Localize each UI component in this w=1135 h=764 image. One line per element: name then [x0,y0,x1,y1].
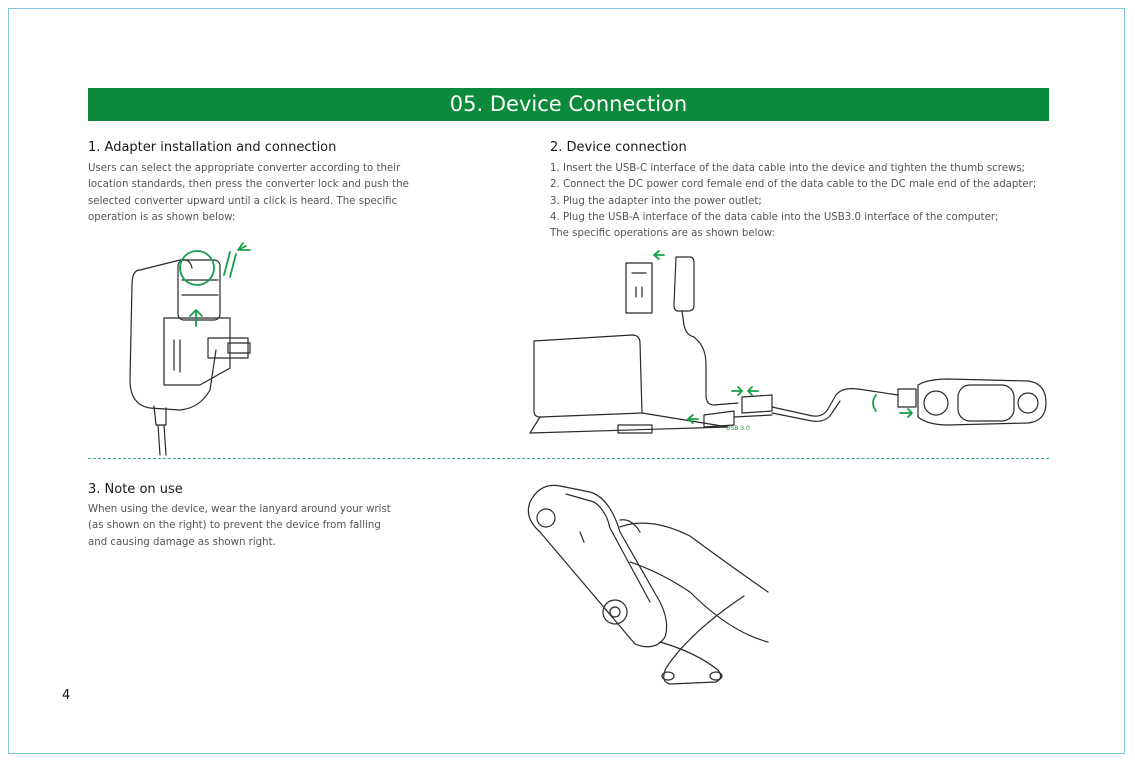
text-line: selected converter upward until a click … [88,195,398,207]
step-line: 4. Plug the USB-A interface of the data … [550,211,999,223]
text-line: (as shown on the right) to prevent the d… [88,520,381,532]
device-connection-steps: 1. Insert the USB-C interface of the dat… [550,161,1036,242]
step-line: 1. Insert the USB-C interface of the dat… [550,163,1026,174]
note-on-use-heading: 3. Note on use [88,482,183,497]
device-connection-illustration [529,250,1047,434]
page-number: 4 [62,688,71,703]
adapter-section-text: Users can select the appropriate convert… [88,161,409,226]
step-line: The specific operations are as shown bel… [550,228,775,240]
step-line: 3. Plug the adapter into the power outle… [550,195,762,207]
text-line: When using the device, wear the lanyard … [88,504,391,515]
text-line: Users can select the appropriate convert… [88,163,401,174]
section-divider [88,458,1049,459]
section-banner: 05. Device Connection [88,88,1049,121]
device-connection-heading: 2. Device connection [550,140,687,155]
adapter-section-heading: 1. Adapter installation and connection [88,140,337,155]
usb-port-label: USB 3.0 [726,425,750,432]
text-line: operation is as shown below: [88,211,236,223]
wrist-lanyard-illustration [527,484,769,685]
text-line: location standards, then press the conve… [88,179,409,191]
page-frame [8,8,1125,754]
note-on-use-text: When using the device, wear the lanyard … [88,502,391,551]
step-line: 2. Connect the DC power cord female end … [550,179,1037,191]
adapter-illustration [129,242,251,456]
text-line: and causing damage as shown right. [88,536,276,548]
